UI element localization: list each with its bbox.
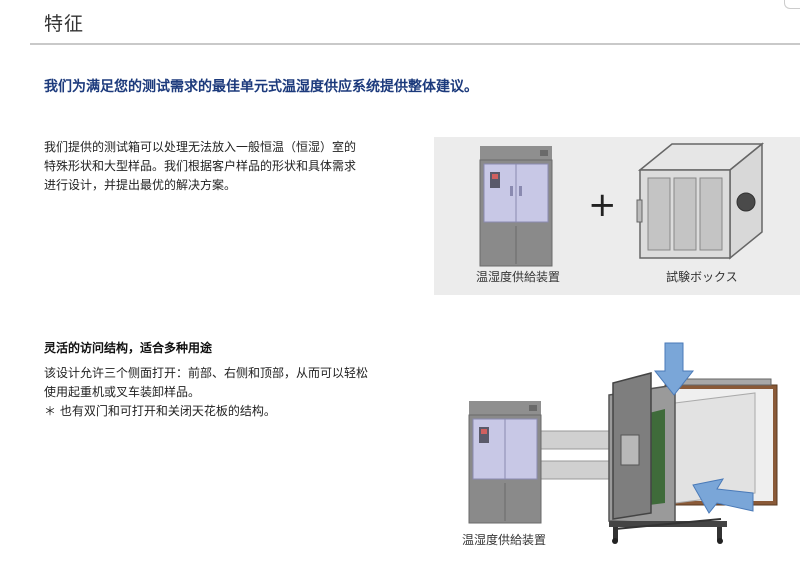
intro-paragraph: 我们提供的测试箱可以处理无法放入一般恒温（恒湿）室的 特殊形状和大型样品。我们根… bbox=[44, 138, 414, 195]
test-chamber bbox=[608, 372, 778, 544]
access-line: 使用起重机或叉车装卸样品。 bbox=[44, 385, 201, 399]
arrow-down-icon bbox=[653, 342, 695, 396]
section-title: 特征 bbox=[44, 13, 85, 35]
duct-lower bbox=[538, 460, 612, 480]
access-line: 该设计允许三个侧面打开：前部、右侧和顶部，从而可以轻松 bbox=[44, 366, 369, 380]
arrow-left-icon bbox=[692, 478, 754, 514]
duct-upper bbox=[538, 430, 612, 450]
test-box-illustration bbox=[636, 142, 765, 260]
plus-icon: + bbox=[588, 185, 617, 225]
access-heading: 灵活的访问结构，适合多种用途 bbox=[44, 341, 213, 355]
section-divider bbox=[30, 43, 800, 45]
open-chamber-system-illustration bbox=[468, 342, 778, 544]
lead-statement: 我们为满足您的测试需求的最佳单元式温湿度供应系统提供整体建议。 bbox=[44, 79, 478, 95]
corner-decoration bbox=[784, 0, 800, 9]
test-box-caption: 試験ボックス bbox=[666, 270, 738, 284]
intro-line: 我们提供的测试箱可以处理无法放入一般恒温（恒湿）室的 bbox=[44, 140, 357, 154]
supply-unit-caption-2: 温湿度供給装置 bbox=[462, 533, 547, 547]
supply-unit-illustration bbox=[479, 146, 553, 267]
section-header: 特征 bbox=[0, 0, 800, 45]
access-paragraph: 该设计允许三个侧面打开：前部、右侧和顶部，从而可以轻松 使用起重机或叉车装卸样品… bbox=[44, 364, 414, 421]
intro-line: 进行设计，并提出最优的解决方案。 bbox=[44, 178, 237, 192]
intro-line: 特殊形状和大型样品。我们根据客户样品的形状和具体需求 bbox=[44, 159, 357, 173]
supply-unit-caption: 温湿度供給装置 bbox=[476, 270, 561, 284]
access-line: ＊ 也有双门和可打开和关闭天花板的结构。 bbox=[44, 404, 276, 418]
supply-unit bbox=[468, 401, 542, 524]
